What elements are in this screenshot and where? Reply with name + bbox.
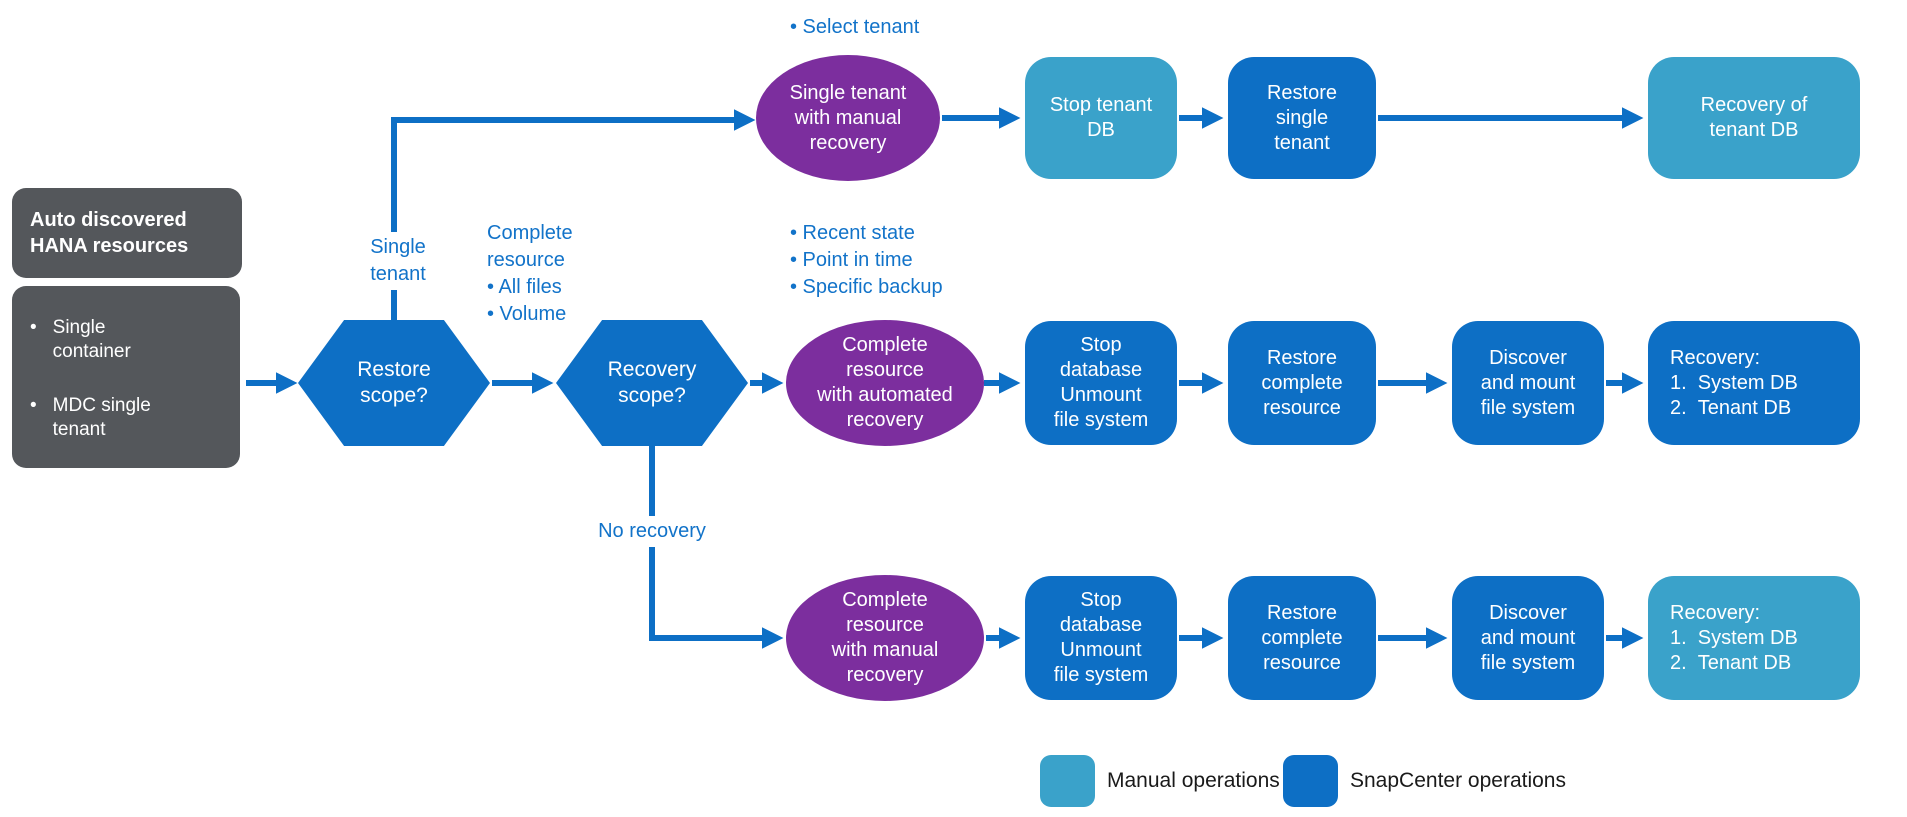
bullet-dot: • (30, 317, 37, 338)
hana-resource-list-box: • Single container • MDC single tenant (12, 286, 240, 468)
list-item: • MDC single tenant (30, 395, 151, 440)
recovery-scope-hexagon: Recovery scope? (556, 320, 748, 446)
recovery-tenant-db-box: Recovery of tenant DB (1648, 57, 1860, 179)
stop-tenant-db-box: Stop tenant DB (1025, 57, 1177, 179)
arrow-no-recovery-branch (649, 444, 784, 649)
single-tenant-manual-ellipse: Single tenant with manual recovery (756, 55, 940, 181)
bullet-dot: • (30, 395, 37, 416)
list-item: • Single container (30, 317, 131, 362)
legend-snapcenter-label: SnapCenter operations (1350, 769, 1566, 792)
restore-complete-box-middle: Restore complete resource (1228, 321, 1376, 445)
legend-snapcenter-swatch (1283, 755, 1338, 807)
no-recovery-label: No recovery (588, 516, 716, 547)
auto-discovered-box: Auto discovered HANA resources (12, 188, 242, 278)
select-tenant-label: • Select tenant (790, 16, 920, 38)
complete-automated-ellipse: Complete resource with automated recover… (786, 320, 984, 446)
recovery-dbs-box-bottom: Recovery: 1. System DB 2. Tenant DB (1648, 576, 1860, 700)
legend-manual-label: Manual operations (1107, 769, 1280, 792)
complete-manual-ellipse: Complete resource with manual recovery (786, 575, 984, 701)
discover-mount-box-bottom: Discover and mount file system (1452, 576, 1604, 700)
auto-discovered-title: Auto discovered HANA resources (30, 209, 189, 257)
recovery-dbs-box-middle: Recovery: 1. System DB 2. Tenant DB (1648, 321, 1860, 445)
restore-single-tenant-box: Restore single tenant (1228, 57, 1376, 179)
recovery-options-label: • Recent state • Point in time • Specifi… (790, 222, 943, 298)
legend-manual-swatch (1040, 755, 1095, 807)
stop-database-box-bottom: Stop database Unmount file system (1025, 576, 1177, 700)
discover-mount-box-middle: Discover and mount file system (1452, 321, 1604, 445)
complete-resource-label: Complete resource • All files • Volume (487, 222, 573, 325)
single-tenant-label: Single tenant (334, 232, 462, 290)
restore-scope-hexagon: Restore scope? (298, 320, 490, 446)
stop-database-box-middle: Stop database Unmount file system (1025, 321, 1177, 445)
restore-complete-box-bottom: Restore complete resource (1228, 576, 1376, 700)
